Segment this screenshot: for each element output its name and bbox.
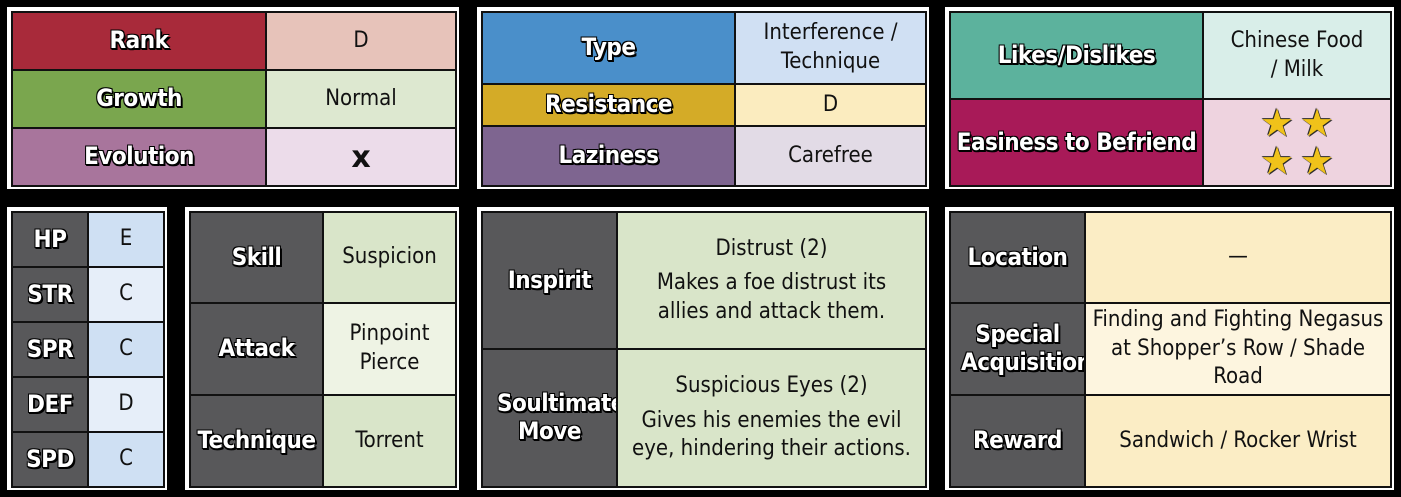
laziness-value: Carefree (734, 125, 927, 187)
star-icon: ★ (1259, 140, 1295, 183)
attack-label: Attack (189, 302, 324, 396)
stat-label: SPD (11, 431, 89, 488)
stat-value: E (87, 211, 165, 268)
star-icon: ★ (1299, 140, 1335, 183)
stat-value: C (87, 321, 165, 378)
location-value: — (1084, 211, 1392, 304)
growth-value: Normal (265, 69, 457, 129)
type-value: Interference / Technique (734, 11, 927, 85)
soultimate-name: Suspicious Eyes (2) (675, 373, 868, 399)
technique-label: Technique (189, 394, 324, 488)
laziness-label: Laziness (481, 125, 736, 187)
reward-value: Sandwich / Rocker Wrist (1084, 394, 1392, 488)
type-label: Type (481, 11, 736, 85)
rank-label: Rank (11, 11, 267, 71)
attributes-table: Type Interference / Technique Resistance… (481, 11, 927, 187)
attack-value: Pinpoint Pierce (322, 302, 457, 396)
easiness-stars: ★★★★ (1202, 98, 1392, 187)
resistance-value: D (734, 83, 927, 127)
inspirit-description: Makes a foe distrust its allies and atta… (656, 270, 887, 324)
stat-value: C (87, 431, 165, 488)
resistance-label: Resistance (481, 83, 736, 127)
skill-value: Suspicion (322, 211, 457, 304)
soultimate-description: Gives his enemies the evil eye, hinderin… (632, 407, 911, 462)
soultimate-cell: Suspicious Eyes (2) Gives his enemies th… (616, 348, 927, 488)
location-label: Location (949, 211, 1086, 304)
acquisition-table: Location — Special Acquisition Finding a… (949, 211, 1392, 488)
inspirit-label: Inspirit (481, 211, 618, 350)
inspirit-name: Distrust (2) (715, 235, 828, 261)
likes-value: Chinese Food / Milk (1202, 11, 1392, 100)
likes-label: Likes/Dislikes (949, 11, 1204, 100)
evolution-label: Evolution (11, 127, 267, 187)
star-icon: ★ (1259, 102, 1295, 145)
stat-label: SPR (11, 321, 89, 378)
reward-label: Reward (949, 394, 1086, 488)
special-acquisition-value: Finding and Fighting Negasus at Shopper’… (1084, 302, 1392, 396)
soultimate-label: Soultimate Move (481, 348, 618, 488)
rank-value: D (265, 11, 457, 71)
technique-value: Torrent (322, 394, 457, 488)
moves-table: Skill Suspicion Attack Pinpoint Pierce T… (189, 211, 457, 488)
star-icon: ★ (1299, 102, 1335, 145)
evolution-value: x (265, 127, 457, 187)
stat-value: C (87, 266, 165, 323)
inspirit-cell: Distrust (2) Makes a foe distrust its al… (616, 211, 927, 350)
personal-table: Likes/Dislikes Chinese Food / Milk Easin… (949, 11, 1392, 187)
stat-value: D (87, 376, 165, 433)
stat-label: STR (11, 266, 89, 323)
stat-label: HP (11, 211, 89, 268)
easiness-label: Easiness to Befriend (949, 98, 1204, 187)
special-moves-table: Inspirit Distrust (2) Makes a foe distru… (481, 211, 927, 488)
special-acquisition-label: Special Acquisition (949, 302, 1086, 396)
stat-label: DEF (11, 376, 89, 433)
basic-info-table: Rank D Growth Normal Evolution x (11, 11, 457, 187)
growth-label: Growth (11, 69, 267, 129)
skill-label: Skill (189, 211, 324, 304)
